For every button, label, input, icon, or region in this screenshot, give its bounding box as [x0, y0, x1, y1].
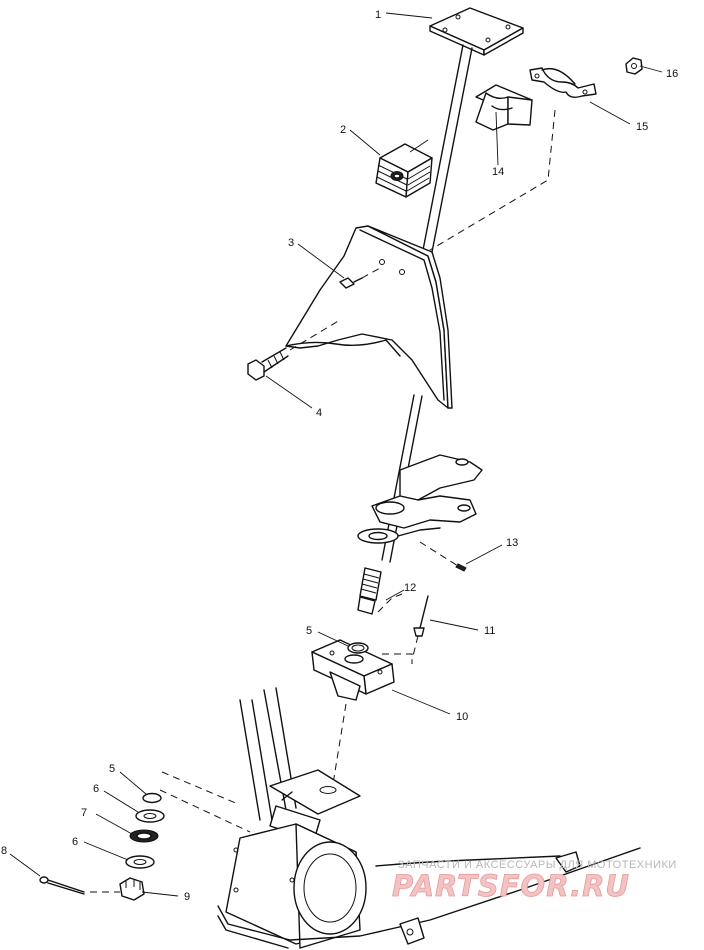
- part-8-cotter-pin: [39, 876, 85, 895]
- part-11-bolt: [411, 595, 429, 661]
- callout-15: 15: [636, 121, 648, 133]
- callout-12: 12: [404, 582, 416, 594]
- part-13-bracket-assembly: [357, 454, 483, 572]
- part-15-clamp-bracket: [529, 67, 597, 99]
- part-1-top-plate: [429, 7, 524, 56]
- callout-16: 16: [666, 68, 678, 80]
- callout-4: 4: [316, 407, 322, 419]
- leader-lines: [9, 12, 663, 897]
- callout-13: 13: [506, 537, 518, 549]
- part-7-bearing: [129, 829, 159, 843]
- part-9-castle-nut: [119, 877, 145, 901]
- steering-support-tower: [285, 225, 453, 409]
- callout-8: 8: [1, 845, 7, 857]
- callout-6b: 6: [72, 836, 78, 848]
- watermark-tagline: ЗАПЧАСТИ И АКСЕССУАРЫ ДЛЯ МОТОТЕХНИКИ: [398, 859, 677, 871]
- part-5-washer-lower: [142, 792, 162, 804]
- callout-6a: 6: [93, 783, 99, 795]
- callout-5a: 5: [306, 625, 312, 637]
- part-10-bearing-housing: [311, 639, 413, 701]
- callout-9: 9: [184, 891, 190, 903]
- callout-5b: 5: [109, 763, 115, 775]
- part-2-steering-block: [375, 143, 433, 198]
- callout-labels: 1 2 3 4 5 5 6 6 7 8 9 10 11 12 13 14 15 …: [1, 9, 678, 903]
- part-5-washer-upper: [347, 642, 369, 654]
- callout-1: 1: [375, 9, 381, 21]
- steering-post-shaft: [357, 44, 473, 615]
- part-6-washer-upper: [135, 809, 165, 823]
- part-15-assembly-line: [429, 109, 556, 251]
- callout-14: 14: [492, 166, 504, 178]
- part-16-nut: [625, 57, 643, 75]
- watermark-logo: PARTSFOR.RU: [392, 869, 630, 903]
- part-14-split-bushing: [475, 84, 533, 166]
- lower-stack-assembly-line: [159, 771, 251, 833]
- callout-2: 2: [340, 124, 346, 136]
- watermark: ЗАПЧАСТИ И АКСЕССУАРЫ ДЛЯ МОТОТЕХНИКИ PA…: [392, 859, 677, 903]
- callout-10: 10: [456, 711, 468, 723]
- part-4-bolt: [247, 319, 341, 381]
- callout-11: 11: [484, 625, 495, 637]
- part-3-screw: [339, 267, 381, 289]
- callout-3: 3: [288, 237, 294, 249]
- steering-axis-line: [331, 703, 347, 791]
- part-6-washer-lower: [125, 855, 155, 869]
- callout-7: 7: [81, 807, 87, 819]
- part-12-joint: [377, 593, 403, 613]
- chassis-frame: [217, 687, 641, 949]
